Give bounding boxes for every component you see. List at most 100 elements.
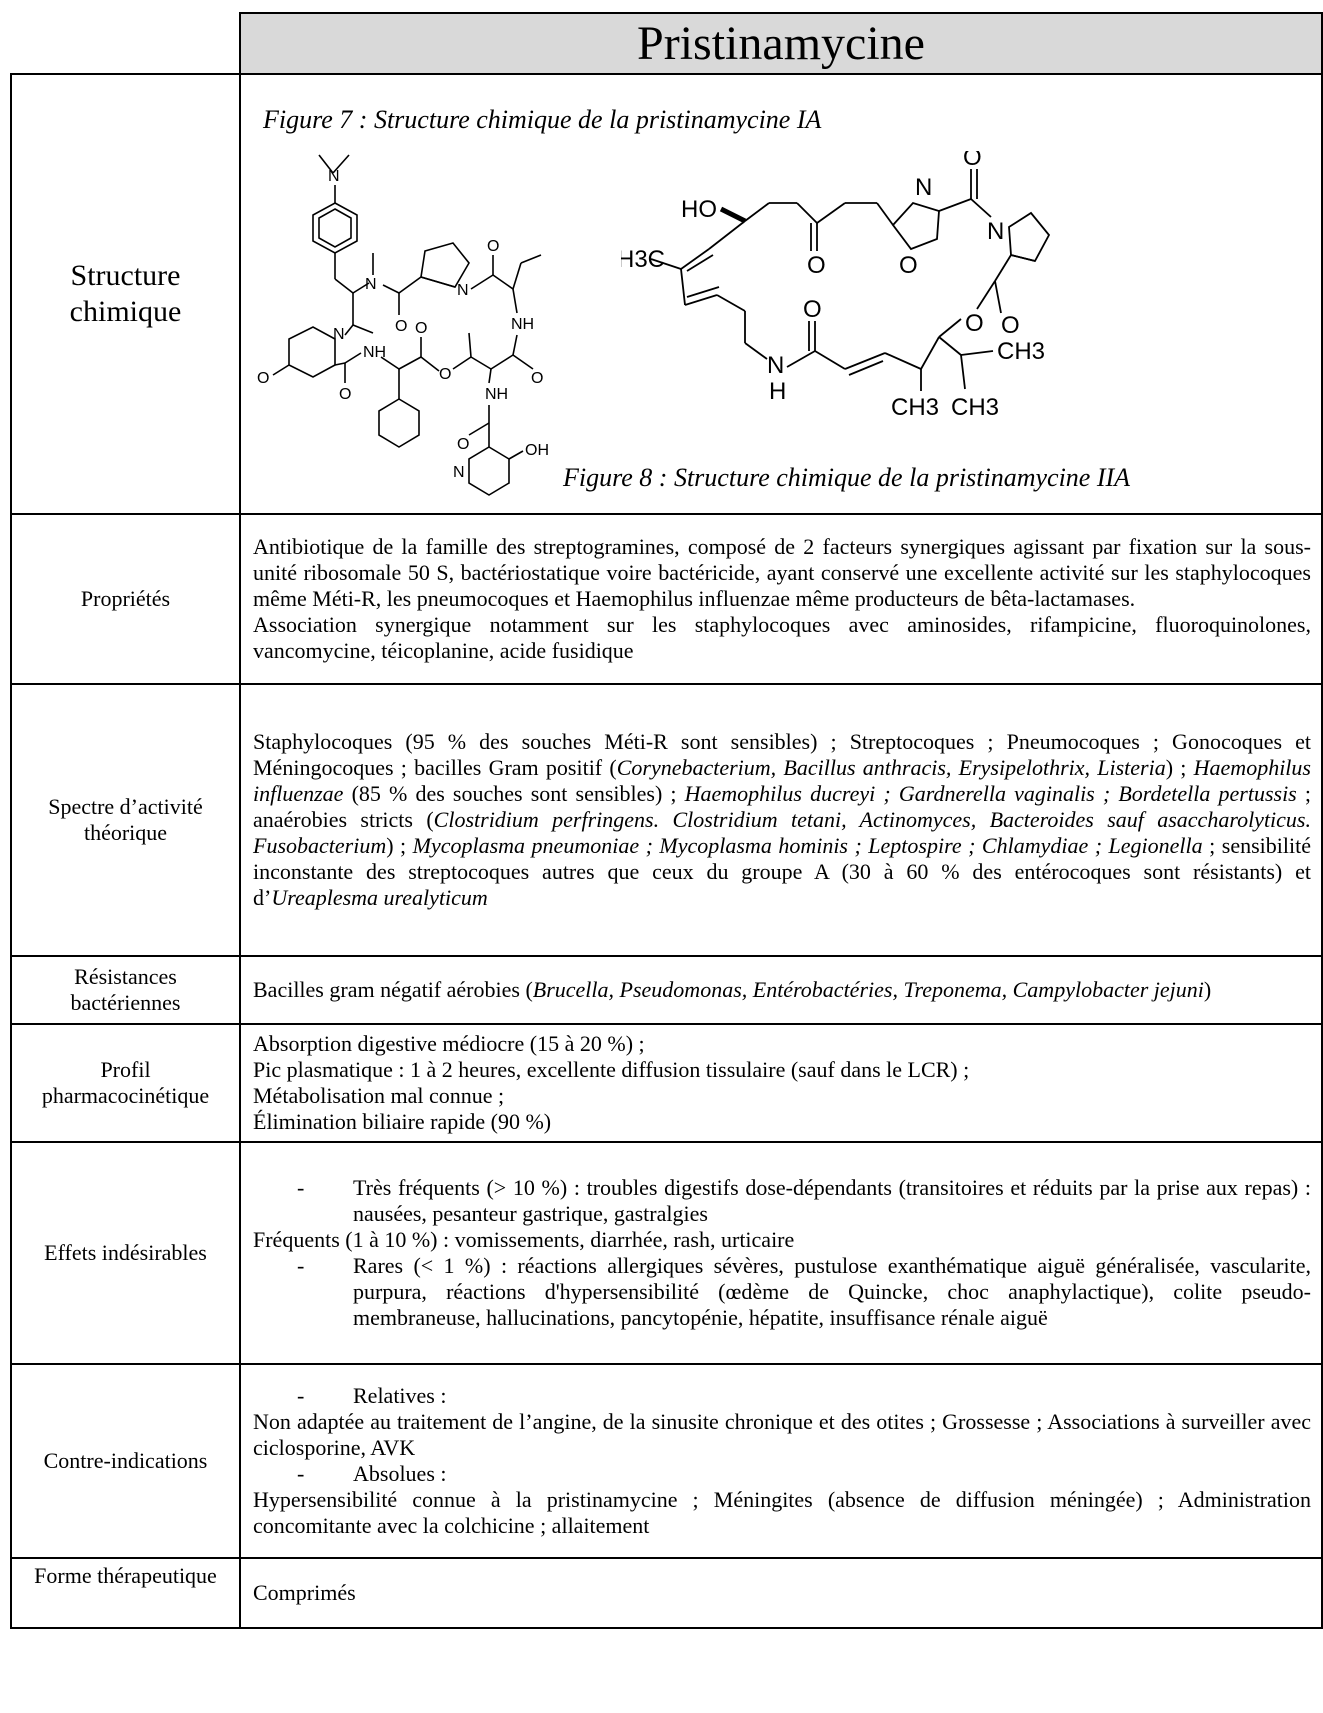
- atom-n-label: N: [365, 276, 377, 293]
- label-pharmaco: Profil pharmacocinétique: [10, 1023, 241, 1143]
- atom-h-label: H: [769, 378, 786, 405]
- drug-title: Pristinamycine: [239, 12, 1323, 75]
- blank-corner: [11, 13, 240, 74]
- atom-o-label: O: [1001, 312, 1020, 339]
- structure-cell: Figure 7 : Structure chimique de la pris…: [239, 73, 1323, 515]
- label-effets: Effets indésirables: [10, 1141, 241, 1365]
- contre-line: Non adaptée au traitement de l’angine, d…: [253, 1409, 1311, 1460]
- contre-bullet-text: Absolues :: [353, 1461, 447, 1486]
- forme-cell: Comprimés: [239, 1557, 1323, 1629]
- drug-monograph-table: Pristinamycine Structure chimique Figure…: [10, 12, 1323, 1629]
- atom-n-label: N: [457, 282, 469, 299]
- spectre-italic: Corynebacterium, Bacillus anthracis, Ery…: [616, 755, 1166, 780]
- atom-o-label: O: [963, 151, 982, 171]
- proprietes-paragraph-2: Association synergique notamment sur les…: [253, 612, 1311, 663]
- label-resistances: Résistances bactériennes: [10, 955, 241, 1025]
- spectre-text: (85 % des souches sont sensibles) ;: [343, 781, 685, 806]
- spectre-text: Staphylocoques (95 % des souches Méti-R …: [253, 729, 1311, 780]
- spectre-text: ) ;: [386, 833, 413, 858]
- atom-n-label: N: [453, 464, 465, 481]
- atom-o-label: O: [415, 320, 427, 337]
- atom-o-label: O: [899, 252, 918, 279]
- document-page: Pristinamycine Structure chimique Figure…: [10, 12, 1323, 1713]
- contre-bullet: - Absolues :: [253, 1461, 1311, 1487]
- resistances-cell: Bacilles gram négatif aérobies (Brucella…: [239, 955, 1323, 1025]
- effets-line: Fréquents (1 à 10 %) : vomissements, dia…: [253, 1227, 795, 1252]
- resistances-text: ): [1203, 977, 1212, 1002]
- label-spectre: Spectre d’activité théorique: [10, 683, 241, 957]
- resistances-text: Bacilles gram négatif aérobies (: [253, 977, 533, 1002]
- effets-bullet-text: Rares (< 1 %) : réactions allergiques sé…: [353, 1253, 1311, 1330]
- proprietes-cell: Antibiotique de la famille des streptogr…: [239, 513, 1323, 685]
- row-effets: Effets indésirables - Très fréquents (> 1…: [10, 1141, 1323, 1365]
- atom-nh-label: NH: [363, 344, 386, 361]
- contre-bullet: - Relatives :: [253, 1383, 1311, 1409]
- proprietes-paragraph-1: Antibiotique de la famille des streptogr…: [253, 534, 1311, 611]
- spectre-cell: Staphylocoques (95 % des souches Méti-R …: [239, 683, 1323, 957]
- row-spectre: Spectre d’activité théorique Staphylocoq…: [10, 683, 1323, 957]
- atom-ch3-label: CH3: [997, 338, 1045, 365]
- pharmaco-line: Élimination biliaire rapide (90 %): [253, 1109, 552, 1134]
- spectre-italic: Ureaplesma urealyticum: [271, 885, 488, 910]
- dash-marker: -: [297, 1383, 305, 1408]
- atom-ch3-label: CH3: [891, 394, 939, 421]
- pharmaco-cell: Absorption digestive médiocre (15 à 20 %…: [239, 1023, 1323, 1143]
- spectre-italic: Haemophilus influenzae: [253, 755, 1311, 806]
- row-forme: Forme thérapeutique Comprimés: [10, 1557, 1323, 1629]
- effets-bullet: - Rares (< 1 %) : réactions allergiques s…: [253, 1253, 1311, 1331]
- label-contre: Contre-indications: [10, 1363, 241, 1559]
- pharmaco-line: Absorption digestive médiocre (15 à 20 %…: [253, 1031, 645, 1056]
- effets-bullet-text: Très fréquents (> 10 %) : troubles diges…: [353, 1175, 1311, 1226]
- row-proprietes: Propriétés Antibiotique de la famille de…: [10, 513, 1323, 685]
- pharmaco-line: Pic plasmatique : 1 à 2 heures, excellen…: [253, 1057, 970, 1082]
- effets-cell: - Très fréquents (> 10 %) : troubles dige…: [239, 1141, 1323, 1365]
- label-forme: Forme thérapeutique: [10, 1557, 241, 1629]
- atom-h3c-label: H3C: [621, 246, 665, 273]
- spectre-italic: Mycoplasma pneumoniae ; Mycoplasma homin…: [412, 833, 1203, 858]
- row-resistances: Résistances bactériennes Bacilles gram n…: [10, 955, 1323, 1025]
- pristinamycin-iia-structure-image: HO O N O O N: [621, 151, 1051, 421]
- row-structure: Structure chimique Figure 7 : Structure …: [10, 73, 1323, 515]
- resistances-italic: Brucella, Pseudomonas, Entérobactéries, …: [532, 977, 1204, 1002]
- atom-o-label: O: [257, 370, 269, 387]
- spectre-italic: Clostridium perfringens. Clostridium tet…: [253, 807, 1311, 858]
- contre-bullet-text: Relatives :: [353, 1383, 447, 1408]
- atom-n-label: N: [333, 326, 345, 343]
- atom-n-label: N: [987, 218, 1004, 245]
- atom-o-label: O: [803, 296, 822, 323]
- spectre-text: ; sensibilité inconstante des streptocoq…: [253, 833, 1311, 910]
- atom-o-label: O: [531, 370, 543, 387]
- dash-marker: -: [297, 1253, 305, 1278]
- effets-bullet: - Très fréquents (> 10 %) : troubles dige…: [253, 1175, 1311, 1227]
- atom-o-label: O: [339, 386, 351, 403]
- atom-nh-label: NH: [485, 386, 508, 403]
- dash-marker: -: [297, 1175, 305, 1200]
- atom-o-label: O: [439, 366, 451, 383]
- atom-n-label: N: [767, 352, 784, 379]
- title-row: Pristinamycine: [11, 12, 1323, 75]
- atom-oh-label: OH: [525, 442, 549, 459]
- atom-ch3-label: CH3: [951, 394, 999, 421]
- atom-o-label: O: [487, 238, 499, 255]
- figure7-caption: Figure 7 : Structure chimique de la pris…: [263, 105, 822, 134]
- atom-o-label: O: [395, 318, 407, 335]
- pristinamycin-ia-structure-image: N N O N O: [257, 154, 549, 496]
- contre-cell: - Relatives : Non adaptée au traitement d…: [239, 1363, 1323, 1559]
- atom-nh-label: NH: [511, 316, 534, 333]
- spectre-text: ; anaérobies stricts (: [253, 781, 1311, 832]
- figure8-caption: Figure 8 : Structure chimique de la pris…: [563, 463, 1131, 492]
- spectre-text: ) ;: [1165, 755, 1194, 780]
- dash-marker: -: [297, 1461, 305, 1486]
- atom-o-label: O: [457, 436, 469, 453]
- atom-o-label: O: [807, 252, 826, 279]
- contre-line: Hypersensibilité connue à la pristinamyc…: [253, 1487, 1311, 1538]
- pharmaco-line: Métabolisation mal connue ;: [253, 1083, 505, 1108]
- atom-n-label: N: [915, 174, 932, 201]
- atom-ho-label: HO: [681, 196, 717, 223]
- spectre-italic: Haemophilus ducreyi ; Gardnerella vagina…: [684, 781, 1297, 806]
- row-pharmaco: Profil pharmacocinétique Absorption dige…: [10, 1023, 1323, 1143]
- atom-n-label: N: [328, 168, 340, 185]
- row-contre: Contre-indications - Relatives : Non adap…: [10, 1363, 1323, 1559]
- label-structure: Structure chimique: [10, 73, 241, 515]
- label-proprietes: Propriétés: [10, 513, 241, 685]
